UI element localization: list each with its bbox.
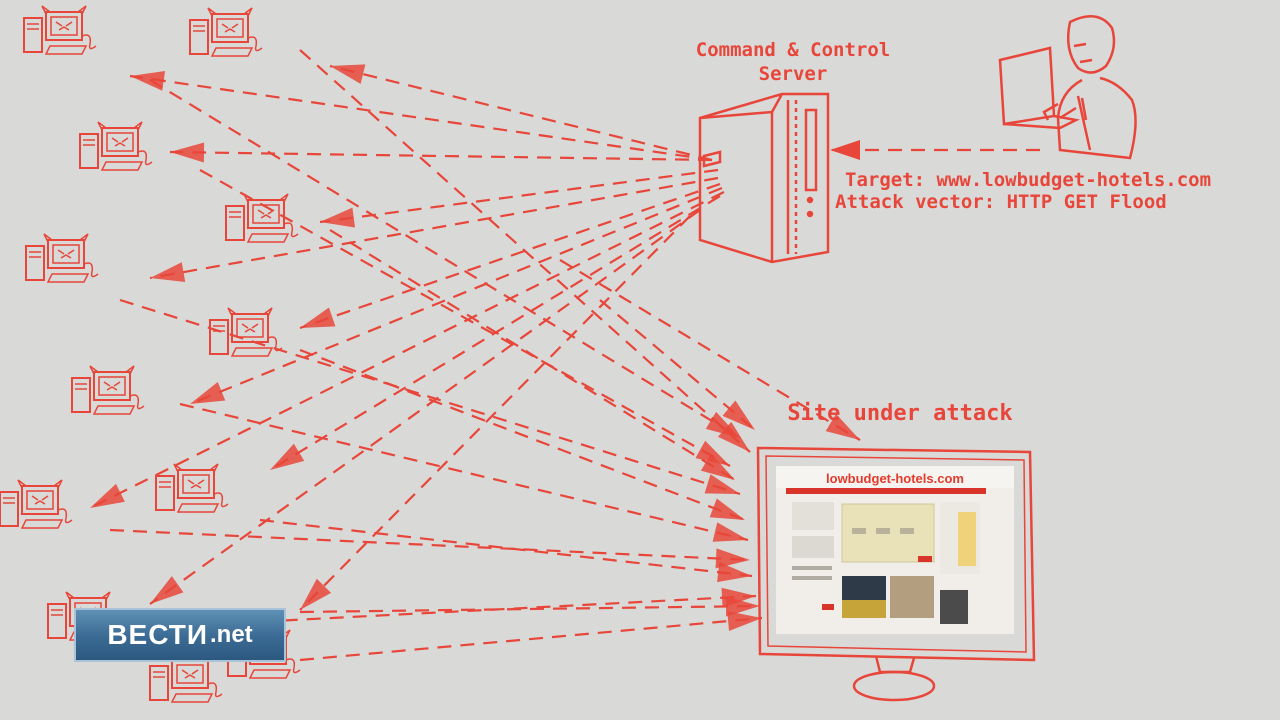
attack-line <box>299 49 751 453</box>
arrowhead <box>727 611 762 632</box>
attack-line <box>99 594 757 632</box>
infected-computer-icon <box>189 7 263 57</box>
hacker-at-laptop-icon <box>998 15 1137 160</box>
infected-computer-icon <box>0 479 73 529</box>
arrowhead <box>825 413 860 440</box>
infected-computer-icon <box>23 5 97 55</box>
attack-line <box>319 168 719 224</box>
attack-line <box>149 79 741 439</box>
attack-line <box>299 604 761 614</box>
attack-line <box>299 215 691 611</box>
arrowhead <box>695 440 730 466</box>
logo-brand: ВЕСТИ <box>107 619 208 650</box>
arrowhead <box>717 421 750 452</box>
site-label: Site under attack <box>787 401 1012 426</box>
arrowhead <box>712 522 748 542</box>
infected-computer-icon <box>79 121 153 171</box>
attack-line <box>329 64 713 162</box>
attack-line <box>109 528 751 562</box>
attack-line <box>199 169 731 467</box>
arrowhead <box>300 307 336 328</box>
arrowhead <box>300 578 332 610</box>
arrowhead <box>130 70 166 91</box>
attack-line <box>299 348 746 522</box>
attack-line <box>129 74 713 162</box>
attack-line <box>179 402 749 542</box>
arrowhead <box>150 576 184 604</box>
arrowhead <box>722 400 755 430</box>
arrowhead <box>150 262 186 282</box>
attack-line <box>329 229 736 481</box>
arrowhead <box>704 474 740 494</box>
arrowhead <box>700 453 735 480</box>
arrowhead <box>725 596 760 617</box>
site-name: lowbudget-hotels.com <box>826 471 964 486</box>
attack-line <box>559 259 861 441</box>
attack-vector-line: Attack vector: HTTP GET Flood <box>835 191 1167 213</box>
monitor-icon <box>756 446 1036 702</box>
target-line: Target: www.lowbudget-hotels.com <box>845 169 1211 191</box>
arrowhead <box>90 483 125 508</box>
infected-computer-icon <box>25 233 99 283</box>
arrowhead <box>320 207 356 228</box>
attack-line <box>149 209 701 605</box>
arrowhead <box>270 443 305 470</box>
attack-lines <box>89 49 1040 662</box>
arrowhead <box>709 498 745 520</box>
arrowhead <box>330 64 366 84</box>
attack-line <box>299 182 721 330</box>
arrowhead <box>717 562 752 583</box>
arrowhead <box>715 548 750 569</box>
arrowheads <box>90 64 860 632</box>
attack-line <box>119 298 741 496</box>
infected-computer-icon <box>71 365 145 415</box>
attack-line <box>89 191 725 509</box>
server-title-line2: Server <box>759 63 828 85</box>
attack-line <box>169 150 713 162</box>
bot-network <box>0 5 301 703</box>
attack-line <box>189 186 723 406</box>
arrowhead <box>170 142 205 163</box>
server-tower-icon <box>698 92 830 264</box>
arrowhead <box>190 381 226 404</box>
website-screenshot: lowbudget-hotels.com <box>776 466 1014 634</box>
vesti-logo: ВЕСТИ .net <box>74 608 286 662</box>
server-title-line1: Command & Control <box>696 39 890 61</box>
attack-line <box>149 176 719 280</box>
infected-computer-icon <box>155 463 229 513</box>
logo-suffix: .net <box>209 621 253 648</box>
attack-line <box>259 518 753 578</box>
attack-line <box>299 616 763 662</box>
arrowhead <box>830 140 860 160</box>
